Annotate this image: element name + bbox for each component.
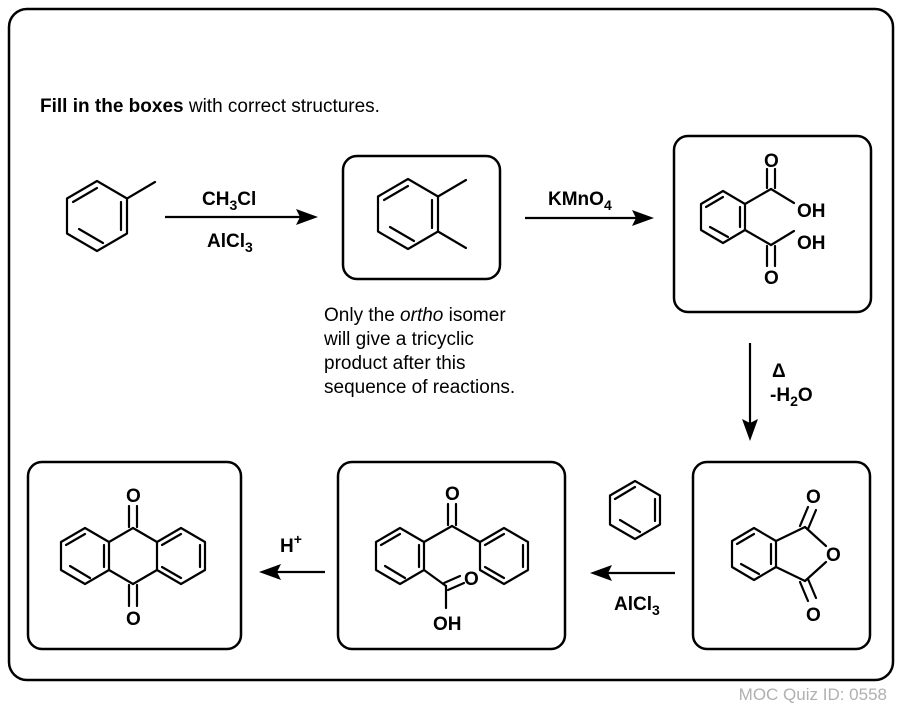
reagent-alcl3-step1: AlCl3 <box>207 231 253 255</box>
anhydride-o-bottom: O <box>806 605 821 626</box>
benzene-reagent-structure <box>608 479 662 541</box>
phthalic-anhydride-structure <box>730 505 828 603</box>
benzoyl-o-ketone: O <box>445 484 460 505</box>
answer-box-1 <box>341 154 502 281</box>
quiz-id-label: MOC Quiz ID: 0558 <box>739 685 887 704</box>
instruction-bold: Fill in the boxes <box>40 96 184 117</box>
arrow-step5 <box>259 564 325 580</box>
reagent-ch3cl: CH3Cl <box>202 189 256 213</box>
anthraquinone-o-top: O <box>126 486 141 507</box>
anhydride-o-ring: O <box>826 545 841 566</box>
anthraquinone-o-bottom: O <box>126 609 141 630</box>
reagent-minus-water: -H2O <box>770 385 813 409</box>
answer-box-3 <box>691 460 872 651</box>
ortho-xylene-structure <box>376 177 468 251</box>
benzoyl-o-acid: O <box>464 569 479 590</box>
toluene-structure <box>65 179 157 253</box>
reagent-h-plus: H+ <box>280 531 302 557</box>
phthalic-oh-bottom: OH <box>797 233 826 254</box>
arrow-step4 <box>590 565 675 581</box>
reagent-kmno4: KMnO4 <box>548 189 612 213</box>
answer-box-5 <box>26 460 243 651</box>
reagent-delta: Δ <box>772 361 786 382</box>
arrow-step1 <box>165 209 318 225</box>
benzoyl-oh-acid: OH <box>433 614 462 635</box>
phthalic-o-bottom: O <box>764 268 779 289</box>
benzoylbenzoic-acid-structure <box>374 502 530 610</box>
instruction-text: Fill in the boxes with correct structure… <box>40 96 380 117</box>
outer-frame <box>7 7 895 682</box>
instruction-rest: with correct structures. <box>184 96 380 117</box>
phthalic-acid-structure <box>699 167 796 268</box>
arrow-step2 <box>525 210 654 226</box>
phthalic-oh-top: OH <box>797 201 826 222</box>
answer-box-4 <box>336 460 567 651</box>
arrow-step3 <box>742 343 758 441</box>
anhydride-o-top: O <box>806 487 821 508</box>
reagent-alcl3-step4: AlCl3 <box>614 594 660 618</box>
anthraquinone-structure <box>59 504 207 608</box>
phthalic-o-top: O <box>764 151 779 172</box>
answer-box-2 <box>672 134 873 314</box>
ortho-note: Only the ortho isomer will give a tricyc… <box>323 305 515 398</box>
